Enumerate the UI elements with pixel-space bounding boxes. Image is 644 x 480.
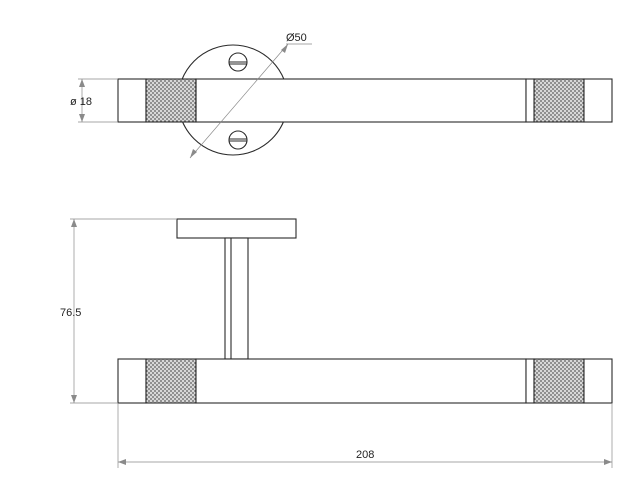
wall-plate (176, 218, 297, 239)
side-bar-end-cap-right (583, 358, 613, 404)
screw-hole-bottom (228, 130, 248, 150)
side-bar-end-cap-left (117, 358, 147, 404)
bar-diameter-label: ø 18 (70, 96, 92, 108)
length-dimension: 208 (117, 403, 613, 468)
bar-end-cap-left (117, 78, 147, 123)
bar-center-tube (195, 78, 527, 123)
length-label: 208 (356, 449, 374, 461)
bar-diameter-dimension: ø 18 (70, 78, 118, 123)
flange-diameter-label: Ø50 (286, 32, 307, 44)
knurled-grip-right (533, 78, 585, 123)
support-post (224, 237, 249, 360)
knurled-grip-left (145, 78, 197, 123)
height-label: 76.5 (60, 307, 81, 319)
screw-hole-top (228, 52, 248, 72)
side-knurled-grip-right (533, 358, 585, 404)
top-view: Ø50 ø 18 (70, 32, 613, 159)
bar-end-cap-right (583, 78, 613, 123)
flange-diameter-dimension: Ø50 (189, 32, 312, 159)
side-knurled-grip-left (145, 358, 197, 404)
side-view: 76.5 208 (60, 218, 613, 468)
side-bar-center-tube (195, 358, 527, 404)
height-dimension: 76.5 (60, 218, 177, 404)
side-bar-ring-right (525, 358, 535, 404)
bar-ring-right (525, 78, 535, 123)
